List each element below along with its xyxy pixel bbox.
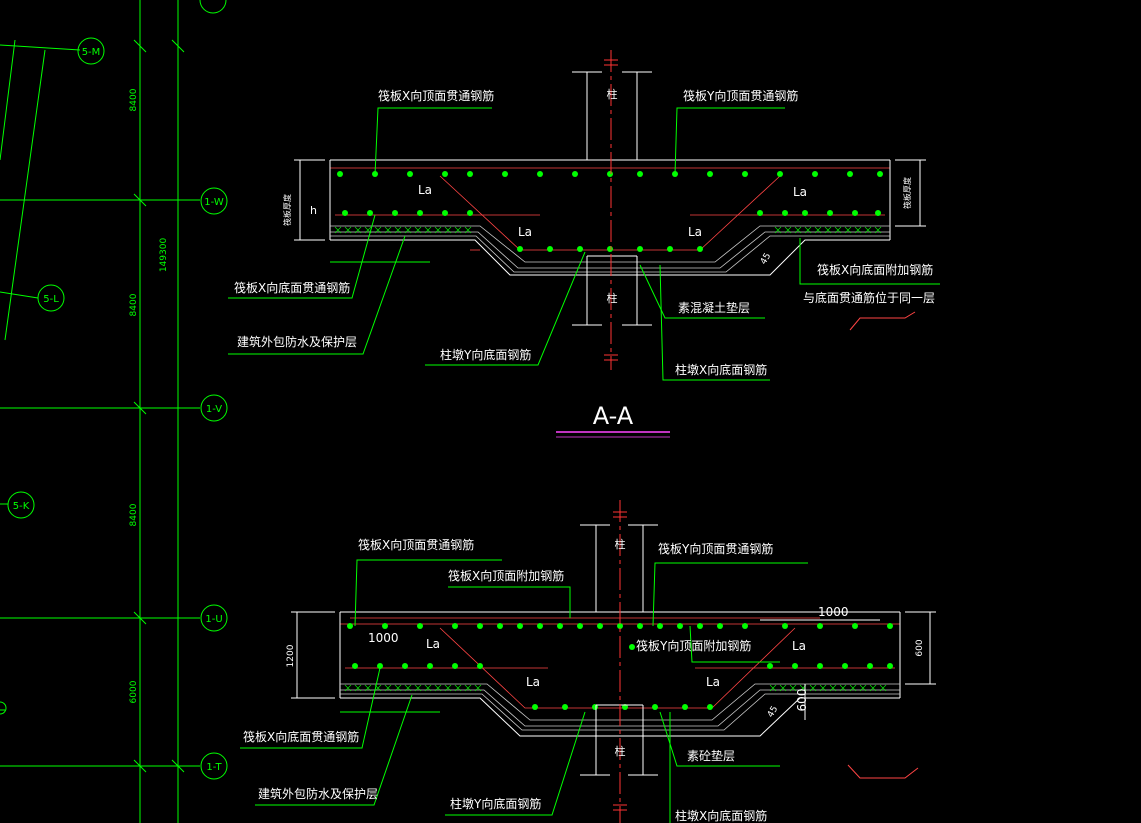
grid-lines <box>0 0 227 823</box>
section-b-col-bot-label: 柱 <box>615 744 626 758</box>
section-b-column-top <box>580 524 658 612</box>
section-b-leaders <box>240 559 919 823</box>
section-b-label-cap-x: 柱墩X向底面钢筋 <box>675 808 767 823</box>
grid-bubble-5-m[interactable]: 5-M <box>77 37 105 65</box>
section-a-column-top <box>572 71 652 160</box>
section-b-dim-1000-left: 1000 <box>368 631 399 645</box>
grid-dim-2: 8400 <box>129 293 139 316</box>
section-a-thickness-dims <box>294 159 926 241</box>
section-a-annotations: 筏板X向顶面贯通钢筋 筏板Y向顶面贯通钢筋 筏板X向底面贯通钢筋 建筑外包防水及… <box>234 88 935 377</box>
section-b-la-labels: La La La La <box>426 637 806 689</box>
section-a-label-cushion: 素混凝土垫层 <box>678 300 750 315</box>
grid-bubble-1-u[interactable]: 1-U <box>200 604 228 632</box>
grid-dim-4: 6000 <box>129 680 139 703</box>
section-b-label-x-top: 筏板X向顶面贯通钢筋 <box>358 537 474 552</box>
grid-dim-3: 8400 <box>129 503 139 526</box>
grid-dimensions: 8400 8400 149300 8400 6000 <box>129 88 169 703</box>
svg-text:5-L: 5-L <box>43 294 59 305</box>
section-b-dim-600-right: 600 <box>915 639 925 656</box>
section-b-centerline <box>613 500 627 823</box>
grid-bubble-1-v[interactable]: 1-V <box>200 394 228 422</box>
grid-bubble-1-w[interactable]: 1-W <box>200 187 228 215</box>
section-a-title-group: A-A <box>556 402 670 438</box>
section-b-label-x-top-add: 筏板X向顶面附加钢筋 <box>448 568 564 583</box>
svg-text:1-U: 1-U <box>205 614 222 625</box>
section-a-label-x-bottom-add: 筏板X向底面附加钢筋 <box>817 262 933 277</box>
section-b-rebars <box>345 617 895 709</box>
section-b-dims <box>291 611 936 720</box>
section-b-hatch <box>344 684 887 692</box>
section-b-dim-text: 1000 1000 600 600 1200 45 <box>286 605 925 720</box>
section-b-label-y-top-add: 筏板Y向顶面附加钢筋 <box>636 638 751 653</box>
section-b-label-waterproof: 建筑外包防水及保护层 <box>258 786 378 801</box>
section-b-slab <box>339 611 901 737</box>
section-a-label-x-bottom: 筏板X向底面贯通钢筋 <box>234 280 350 295</box>
grid-bubble-5-k[interactable]: 5-K <box>7 491 35 519</box>
section-a-la-4: La <box>688 225 702 239</box>
section-a-la-2: La <box>793 185 807 199</box>
section-b-col-top-label: 柱 <box>615 537 626 551</box>
section-b-la-2: La <box>792 639 806 653</box>
section-b-dim-1000-right: 1000 <box>818 605 849 619</box>
section-b-la-1: La <box>426 637 440 651</box>
section-a-label-x-top: 筏板X向顶面贯通钢筋 <box>378 88 494 103</box>
section-a-slab <box>329 159 891 276</box>
grid-dim-total: 149300 <box>159 238 169 273</box>
section-b-dim-left: 1200 <box>286 644 296 667</box>
grid-bubble-1-t[interactable]: 1-T <box>200 752 228 780</box>
section-b-column-labels: 柱 柱 <box>615 537 626 758</box>
section-a-col-top-label: 柱 <box>607 87 618 101</box>
section-a-angle: 45 <box>759 252 773 267</box>
section-b-dim-600-slope: 600 <box>795 689 809 712</box>
section-b-column-bottom <box>580 704 658 776</box>
section-b-annotations: 筏板X向顶面贯通钢筋 筏板X向顶面附加钢筋 筏板Y向顶面贯通钢筋 筏板Y向顶面附… <box>243 537 773 823</box>
section-a-thick-right: 筏板厚度 <box>902 177 912 209</box>
section-a-column-bottom <box>572 255 652 326</box>
section-b-la-4: La <box>706 675 720 689</box>
svg-text:1-T: 1-T <box>206 762 222 773</box>
section-a-title: A-A <box>593 402 634 430</box>
section-a-rebar-dots <box>337 171 883 252</box>
section-a-label-same-layer: 与底面贯通筋位于同一层 <box>803 290 935 305</box>
section-a-leaders <box>228 107 940 381</box>
section-a-thick-left: 筏板厚度 <box>282 194 292 226</box>
section-a-hatch <box>334 226 882 234</box>
section-a-column-labels: 柱 柱 <box>607 87 618 305</box>
grid-bubbles: 5-M 1-W 5-L 1-V 5-K 1-U 1-T <box>7 37 228 780</box>
section-a-label-y-top: 筏板Y向顶面贯通钢筋 <box>683 88 798 103</box>
section-a-la-3: La <box>518 225 532 239</box>
section-a-h: h <box>310 204 317 217</box>
svg-text:5-K: 5-K <box>13 501 30 512</box>
section-a-la-1: La <box>418 183 432 197</box>
section-b: 柱 柱 La La La La 1000 1000 600 600 1200 4… <box>240 500 936 823</box>
section-a-label-cap-y: 柱墩Y向底面钢筋 <box>440 347 531 362</box>
section-a-col-bot-label: 柱 <box>607 291 618 305</box>
section-b-angle: 45 <box>766 705 780 720</box>
section-b-label-cushion: 素砼垫层 <box>687 748 735 763</box>
section-a-label-cap-x: 柱墩X向底面钢筋 <box>675 362 767 377</box>
section-b-label-x-bottom: 筏板X向底面贯通钢筋 <box>243 729 359 744</box>
grid-bubble-5-l[interactable]: 5-L <box>37 284 65 312</box>
section-b-label-y-top: 筏板Y向顶面贯通钢筋 <box>658 541 773 556</box>
section-a: 柱 柱 La La La La 筏板厚度 h 筏板厚度 45 <box>228 50 940 438</box>
section-b-label-cap-y: 柱墩Y向底面钢筋 <box>450 796 541 811</box>
svg-text:1-V: 1-V <box>206 404 222 415</box>
section-b-rebar-dots <box>347 623 893 710</box>
section-a-la-labels: La La La La <box>418 183 807 239</box>
grid-dim-1: 8400 <box>129 88 139 111</box>
svg-text:1-W: 1-W <box>204 197 224 208</box>
section-a-label-waterproof: 建筑外包防水及保护层 <box>237 334 357 349</box>
section-a-centerline <box>604 50 618 370</box>
svg-text:5-M: 5-M <box>82 47 101 58</box>
section-b-la-3: La <box>526 675 540 689</box>
